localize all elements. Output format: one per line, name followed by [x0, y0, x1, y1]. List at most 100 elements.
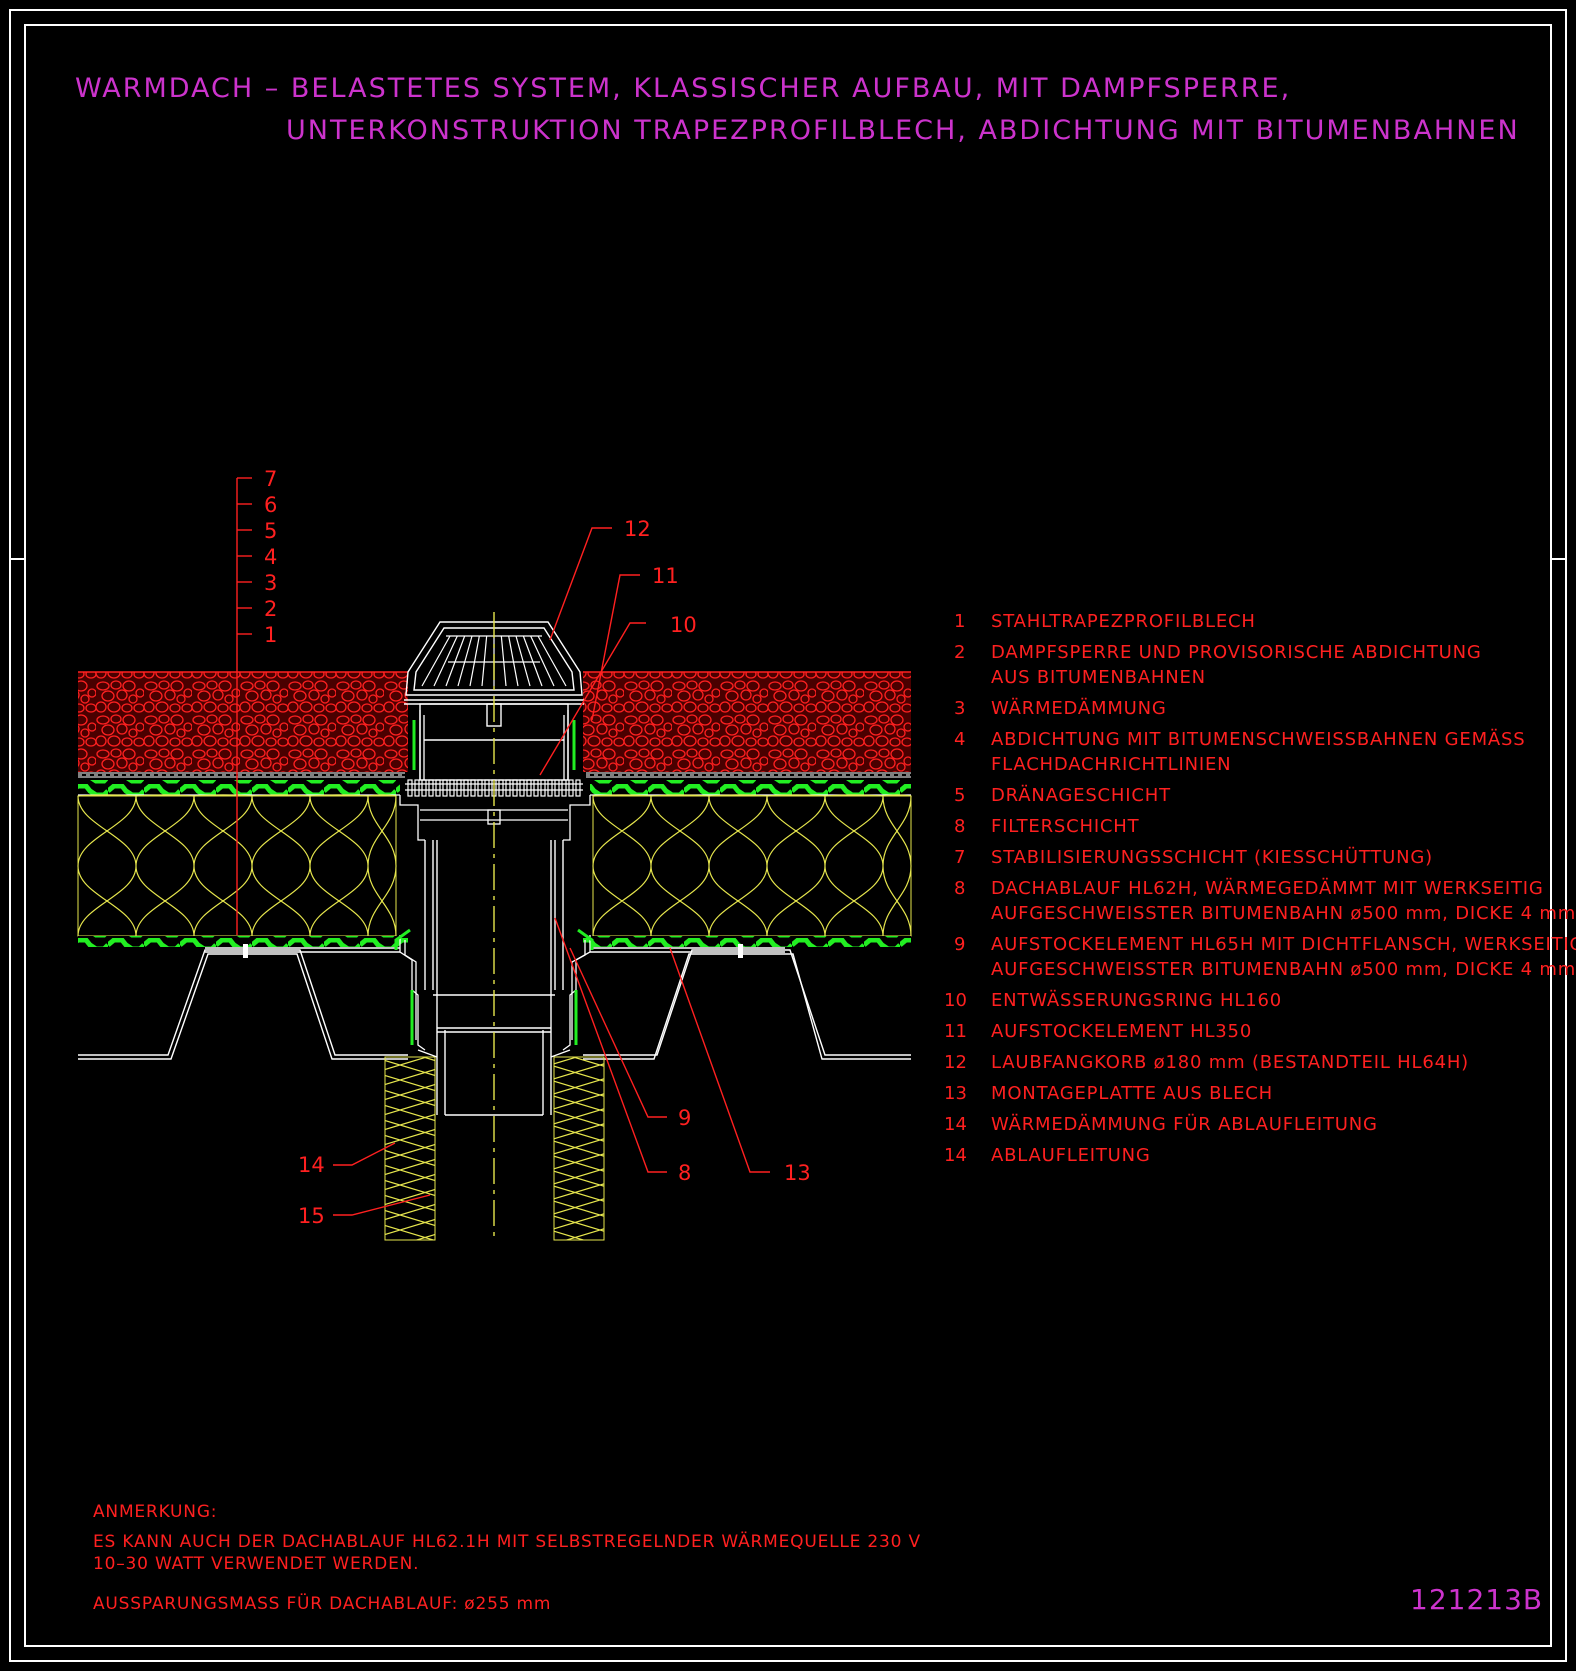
drainage-ring-tooth	[407, 779, 413, 797]
drainage-ring-tooth	[428, 779, 434, 797]
thermal-insulation-right	[592, 794, 912, 938]
title-line-2: UNTERKONSTRUKTION TRAPEZPROFILBLECH, ABD…	[286, 115, 1520, 146]
drainage-ring-tooth	[477, 779, 483, 797]
legend-text: AUS BITUMENBAHNEN	[991, 667, 1206, 688]
layer-scale-label: 7	[264, 467, 277, 491]
legend-number: 12	[944, 1052, 967, 1073]
callout-8: 8	[678, 1161, 691, 1185]
drainage-ring-tooth	[421, 779, 427, 797]
basket-slot	[445, 635, 466, 687]
legend-text: DAMPFSPERRE UND PROVISORISCHE ABDICHTUNG	[991, 642, 1482, 663]
drawing-number: 121213B	[1410, 1583, 1543, 1616]
legend-text: MONTAGEPLATTE AUS BLECH	[991, 1083, 1273, 1104]
legend-number: 4	[954, 729, 965, 750]
drain-seal-flanges	[394, 720, 594, 1045]
basket-slot	[508, 635, 519, 687]
basket-slot	[421, 635, 451, 687]
insulation-loop	[77, 794, 397, 938]
drainage-ring-tooth	[414, 779, 420, 797]
inner-frame	[24, 24, 1552, 1647]
mounting-plate	[205, 947, 785, 953]
insulation-loop	[592, 794, 912, 938]
legend-text: DACHABLAUF HL62H, WÄRMEGEDÄMMT MIT WERKS…	[991, 878, 1544, 899]
legend-number: 7	[954, 847, 965, 868]
callout-9: 9	[678, 1106, 691, 1130]
basket-slot	[481, 635, 488, 687]
drainage-ring-tooth	[547, 779, 553, 797]
drain-body	[399, 710, 591, 1058]
callout-13: 13	[784, 1161, 811, 1185]
drainage-ring-tooth	[463, 779, 469, 797]
upper-membrane-right	[590, 780, 911, 795]
legend-text: ABLAUFLEITUNG	[991, 1145, 1151, 1166]
note-heading: ANMERKUNG:	[93, 1502, 217, 1522]
drainage-ring-tooth	[505, 779, 511, 797]
legend-number: 14	[944, 1145, 967, 1166]
note-line-2: 10–30 WATT VERWENDET WERDEN.	[93, 1554, 419, 1574]
vapour-barrier-left	[78, 936, 408, 947]
drainage-ring-tooth	[554, 779, 560, 797]
note-block: ANMERKUNG: ES KANN AUCH DER DACHABLAUF H…	[93, 1502, 921, 1614]
legend-text: AUFGESCHWEISSTER BITUMENBAHN ø500 mm, DI…	[991, 903, 1576, 924]
drainage-ring-tooth	[533, 779, 539, 797]
layer-scale-label: 6	[264, 493, 277, 517]
drainage-ring-tooth	[442, 779, 448, 797]
legend-text: WÄRMEDÄMMUNG	[991, 698, 1167, 719]
basket-slot	[522, 635, 543, 687]
legend-text: FLACHDACHRICHTLINIEN	[991, 754, 1231, 775]
filter-drainage-lines	[78, 772, 911, 778]
basket-slot	[500, 635, 507, 687]
basket-slot	[537, 635, 567, 687]
drainage-ring-tooth	[561, 779, 567, 797]
legend-number: 3	[954, 698, 965, 719]
legend-text: WÄRMEDÄMMUNG FÜR ABLAUFLEITUNG	[991, 1113, 1378, 1135]
drainage-ring-tooth	[512, 779, 518, 797]
drainage-ring-tooth	[470, 779, 476, 797]
drainage-ring-tooth	[435, 779, 441, 797]
upper-membrane-left	[78, 780, 400, 795]
callout-10: 10	[670, 613, 697, 637]
drainage-ring-tooth	[484, 779, 490, 797]
callout-leaders	[333, 527, 770, 1216]
pipe-insulation-left	[384, 1056, 436, 1241]
legend-number: 8	[954, 816, 965, 837]
legend-text: STABILISIERUNGSSCHICHT (KIESSCHÜTTUNG)	[991, 846, 1433, 868]
outer-frame	[9, 9, 1567, 1662]
drainage-ring-tooth	[449, 779, 455, 797]
gravel-layer-left	[78, 672, 408, 772]
legend-text: AUFGESCHWEISSTER BITUMENBAHN ø500 mm, DI…	[991, 959, 1576, 980]
legend-number: 8	[954, 878, 965, 899]
legend-text: AUFSTOCKELEMENT HL65H MIT DICHTFLANSCH, …	[991, 934, 1576, 955]
pipe-insulation-right	[553, 1056, 605, 1241]
thermal-insulation-left	[77, 794, 397, 938]
plate-screws	[243, 944, 743, 958]
basket-slot	[433, 635, 458, 687]
legend-text: ABDICHTUNG MIT BITUMENSCHWEISSBAHNEN GEM…	[991, 729, 1526, 750]
basket-slot	[530, 635, 555, 687]
drainage-ring-tooth	[575, 779, 581, 797]
note-line-3: AUSSPARUNGSMASS FÜR DACHABLAUF: ø255 mm	[93, 1592, 551, 1614]
legend-number: 13	[944, 1083, 967, 1104]
legend-number: 14	[944, 1114, 967, 1135]
basket-slot	[515, 635, 531, 687]
drain-pipe	[424, 840, 564, 1116]
layer-scale-labels: 7 6 5 4 3 2 1	[264, 467, 277, 647]
title-line-1: WARMDACH – BELASTETES SYSTEM, KLASSISCHE…	[75, 73, 1291, 104]
layer-scale-label: 4	[264, 545, 277, 569]
legend-text: STAHLTRAPEZPROFILBLECH	[991, 611, 1256, 632]
gravel-layer-right	[583, 672, 911, 772]
legend-number: 5	[954, 785, 965, 806]
drainage-ring-tooth	[498, 779, 504, 797]
note-line-1: ES KANN AUCH DER DACHABLAUF HL62.1H MIT …	[93, 1531, 921, 1552]
callout-12: 12	[624, 517, 651, 541]
drainage-ring-tooth	[526, 779, 532, 797]
legend-number: 11	[944, 1021, 967, 1042]
callout-11: 11	[652, 564, 679, 588]
drainage-ring-tooth	[456, 779, 462, 797]
layer-scale-label: 1	[264, 623, 277, 647]
vapour-barrier-right	[583, 936, 911, 947]
drainage-ring-tooth	[568, 779, 574, 797]
layer-scale-label: 5	[264, 519, 277, 543]
